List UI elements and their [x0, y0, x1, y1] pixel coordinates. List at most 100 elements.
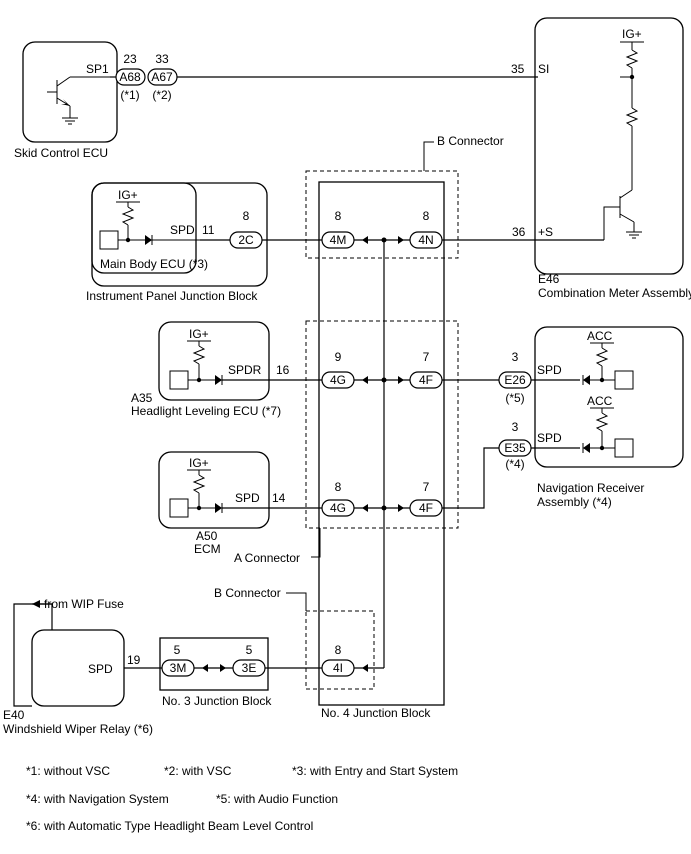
windshield-wiper-relay: from WIP Fuse SPD E40 Windshield Wiper R…: [3, 597, 153, 736]
combination-meter-code: E46: [538, 272, 560, 286]
ip-junction-block-label: Instrument Panel Junction Block: [86, 289, 258, 303]
hl-internal-block: [169, 370, 189, 390]
variant-a68: (*1): [120, 88, 139, 102]
footnote-4: *4: with Navigation System: [26, 792, 169, 806]
pin-si: 35: [511, 62, 525, 76]
variant-e26: (*5): [505, 391, 524, 405]
connector-4f-2-label: 4F: [419, 501, 433, 515]
nav-internal-block-1: [614, 370, 634, 390]
ecm-code: A50: [196, 529, 218, 543]
connector-3e-label: 3E: [242, 661, 257, 675]
ecm-box: [158, 451, 270, 529]
wiper-relay-code: E40: [3, 708, 25, 722]
power-acc-nav1: ACC: [587, 329, 613, 343]
connector-2c-label: 2C: [238, 233, 254, 247]
main-body-internal-block: [99, 230, 119, 250]
no3-junction-block: No. 3 Junction Block: [159, 637, 272, 708]
pin-4m: 8: [335, 209, 342, 223]
b-connector-top-label: B Connector: [437, 134, 504, 148]
pin-4i: 8: [335, 643, 342, 657]
headlight-leveling-ecu-box: [158, 321, 270, 401]
connector-4g-1-label: 4G: [330, 373, 346, 387]
signal-plus-s: +S: [538, 225, 553, 239]
signal-sp1: SP1: [86, 62, 109, 76]
no4-junction-block-label: No. 4 Junction Block: [321, 706, 431, 720]
power-ig-hl: IG+: [189, 327, 209, 341]
navigation-receiver-assembly: ACC SPD ACC SPD Navigation Receiver Asse…: [534, 326, 684, 509]
variant-e35: (*4): [505, 457, 524, 471]
headlight-leveling-ecu: IG+ A35 Headlight Leveling ECU (*7): [131, 321, 281, 418]
headlight-leveling-label: Headlight Leveling ECU (*7): [131, 404, 281, 418]
main-body-ecu-box: [91, 182, 197, 274]
pin-e26: 3: [512, 350, 519, 364]
ecm: IG+ A50 ECM: [158, 451, 270, 556]
main-body-ecu-label: Main Body ECU (*3): [100, 257, 208, 271]
headlight-leveling-code: A35: [131, 391, 153, 405]
pin-ecm-spd: 14: [272, 491, 286, 505]
no3-junction-block-label: No. 3 Junction Block: [162, 694, 272, 708]
b-connector-bottom-outline: [305, 610, 375, 690]
footnote-2: *2: with VSC: [164, 764, 232, 778]
b-connector-bottom-label: B Connector: [214, 586, 281, 600]
signal-ecm-spd: SPD: [235, 491, 260, 505]
navigation-receiver-box: [534, 326, 684, 468]
variant-a67: (*2): [152, 88, 171, 102]
pin-hl-spdr: 16: [276, 363, 290, 377]
navigation-receiver-label-1: Navigation Receiver: [537, 481, 644, 495]
pin-4f-1: 7: [423, 350, 430, 364]
signal-main-spd: SPD: [170, 223, 195, 237]
connector-4g-2-label: 4G: [330, 501, 346, 515]
wiper-relay-label: Windshield Wiper Relay (*6): [3, 722, 153, 736]
instrument-panel-junction-block: IG+ Main Body ECU (*3) Instrument Panel …: [86, 182, 268, 303]
footnotes: *1: without VSC *2: with VSC *3: with En…: [26, 764, 458, 833]
pin-2c: 8: [243, 209, 250, 223]
power-ig-ecm: IG+: [189, 456, 209, 470]
diode-main: [145, 235, 152, 245]
navigation-receiver-label-2: Assembly (*4): [537, 495, 612, 509]
skid-control-ecu-box: [22, 41, 118, 143]
pin-4g-2: 8: [335, 480, 342, 494]
ecm-label: ECM: [194, 542, 221, 556]
pin-a67: 33: [155, 52, 169, 66]
skid-control-ecu-label: Skid Control ECU: [14, 146, 108, 160]
pin-4g-1: 9: [335, 350, 342, 364]
connector-4i-label: 4I: [333, 661, 343, 675]
b-connector-top-outline: [305, 170, 459, 259]
pin-a68: 23: [123, 52, 137, 66]
pin-main-spd: 11: [202, 223, 215, 237]
combination-meter-assembly: IG+ E46 Combination Meter Assembly: [534, 17, 691, 300]
connector-3m-label: 3M: [170, 661, 187, 675]
pin-wiper-spd: 19: [127, 653, 141, 667]
signal-nav-spd-2: SPD: [537, 431, 562, 445]
no3-junction-block-box: [159, 637, 269, 691]
skid-control-ecu: SP1 Skid Control ECU: [14, 41, 118, 160]
ecm-internal-block: [169, 498, 189, 518]
from-wip-label: from WIP Fuse: [44, 597, 124, 611]
connector-a68-label: A68: [119, 70, 141, 84]
signal-hl-spdr: SPDR: [228, 363, 262, 377]
signal-wiper-spd: SPD: [88, 662, 113, 676]
footnote-3: *3: with Entry and Start System: [292, 764, 458, 778]
no4-junction-block: No. 4 Junction Block: [318, 181, 445, 720]
power-acc-nav2: ACC: [587, 394, 613, 408]
pin-e35: 3: [512, 420, 519, 434]
footnote-1: *1: without VSC: [26, 764, 110, 778]
power-ig-main: IG+: [118, 188, 138, 202]
connector-e26-label: E26: [504, 373, 526, 387]
connector-4m-label: 4M: [330, 233, 347, 247]
combination-meter-box: [534, 17, 684, 275]
signal-si: SI: [538, 62, 549, 76]
pin-4f-2: 7: [423, 480, 430, 494]
footnote-6: *6: with Automatic Type Headlight Beam L…: [26, 819, 313, 833]
nav-internal-block-2: [614, 438, 634, 458]
connector-4n-label: 4N: [418, 233, 433, 247]
signal-nav-spd-1: SPD: [537, 363, 562, 377]
pin-3m: 5: [174, 643, 181, 657]
a-connector-label: A Connector: [234, 551, 300, 565]
connector-a67-label: A67: [151, 70, 173, 84]
pin-4n: 8: [423, 209, 430, 223]
a-connector-outline: [305, 320, 459, 529]
connector-e35-label: E35: [504, 441, 526, 455]
no4-junction-block-box: [318, 181, 445, 706]
